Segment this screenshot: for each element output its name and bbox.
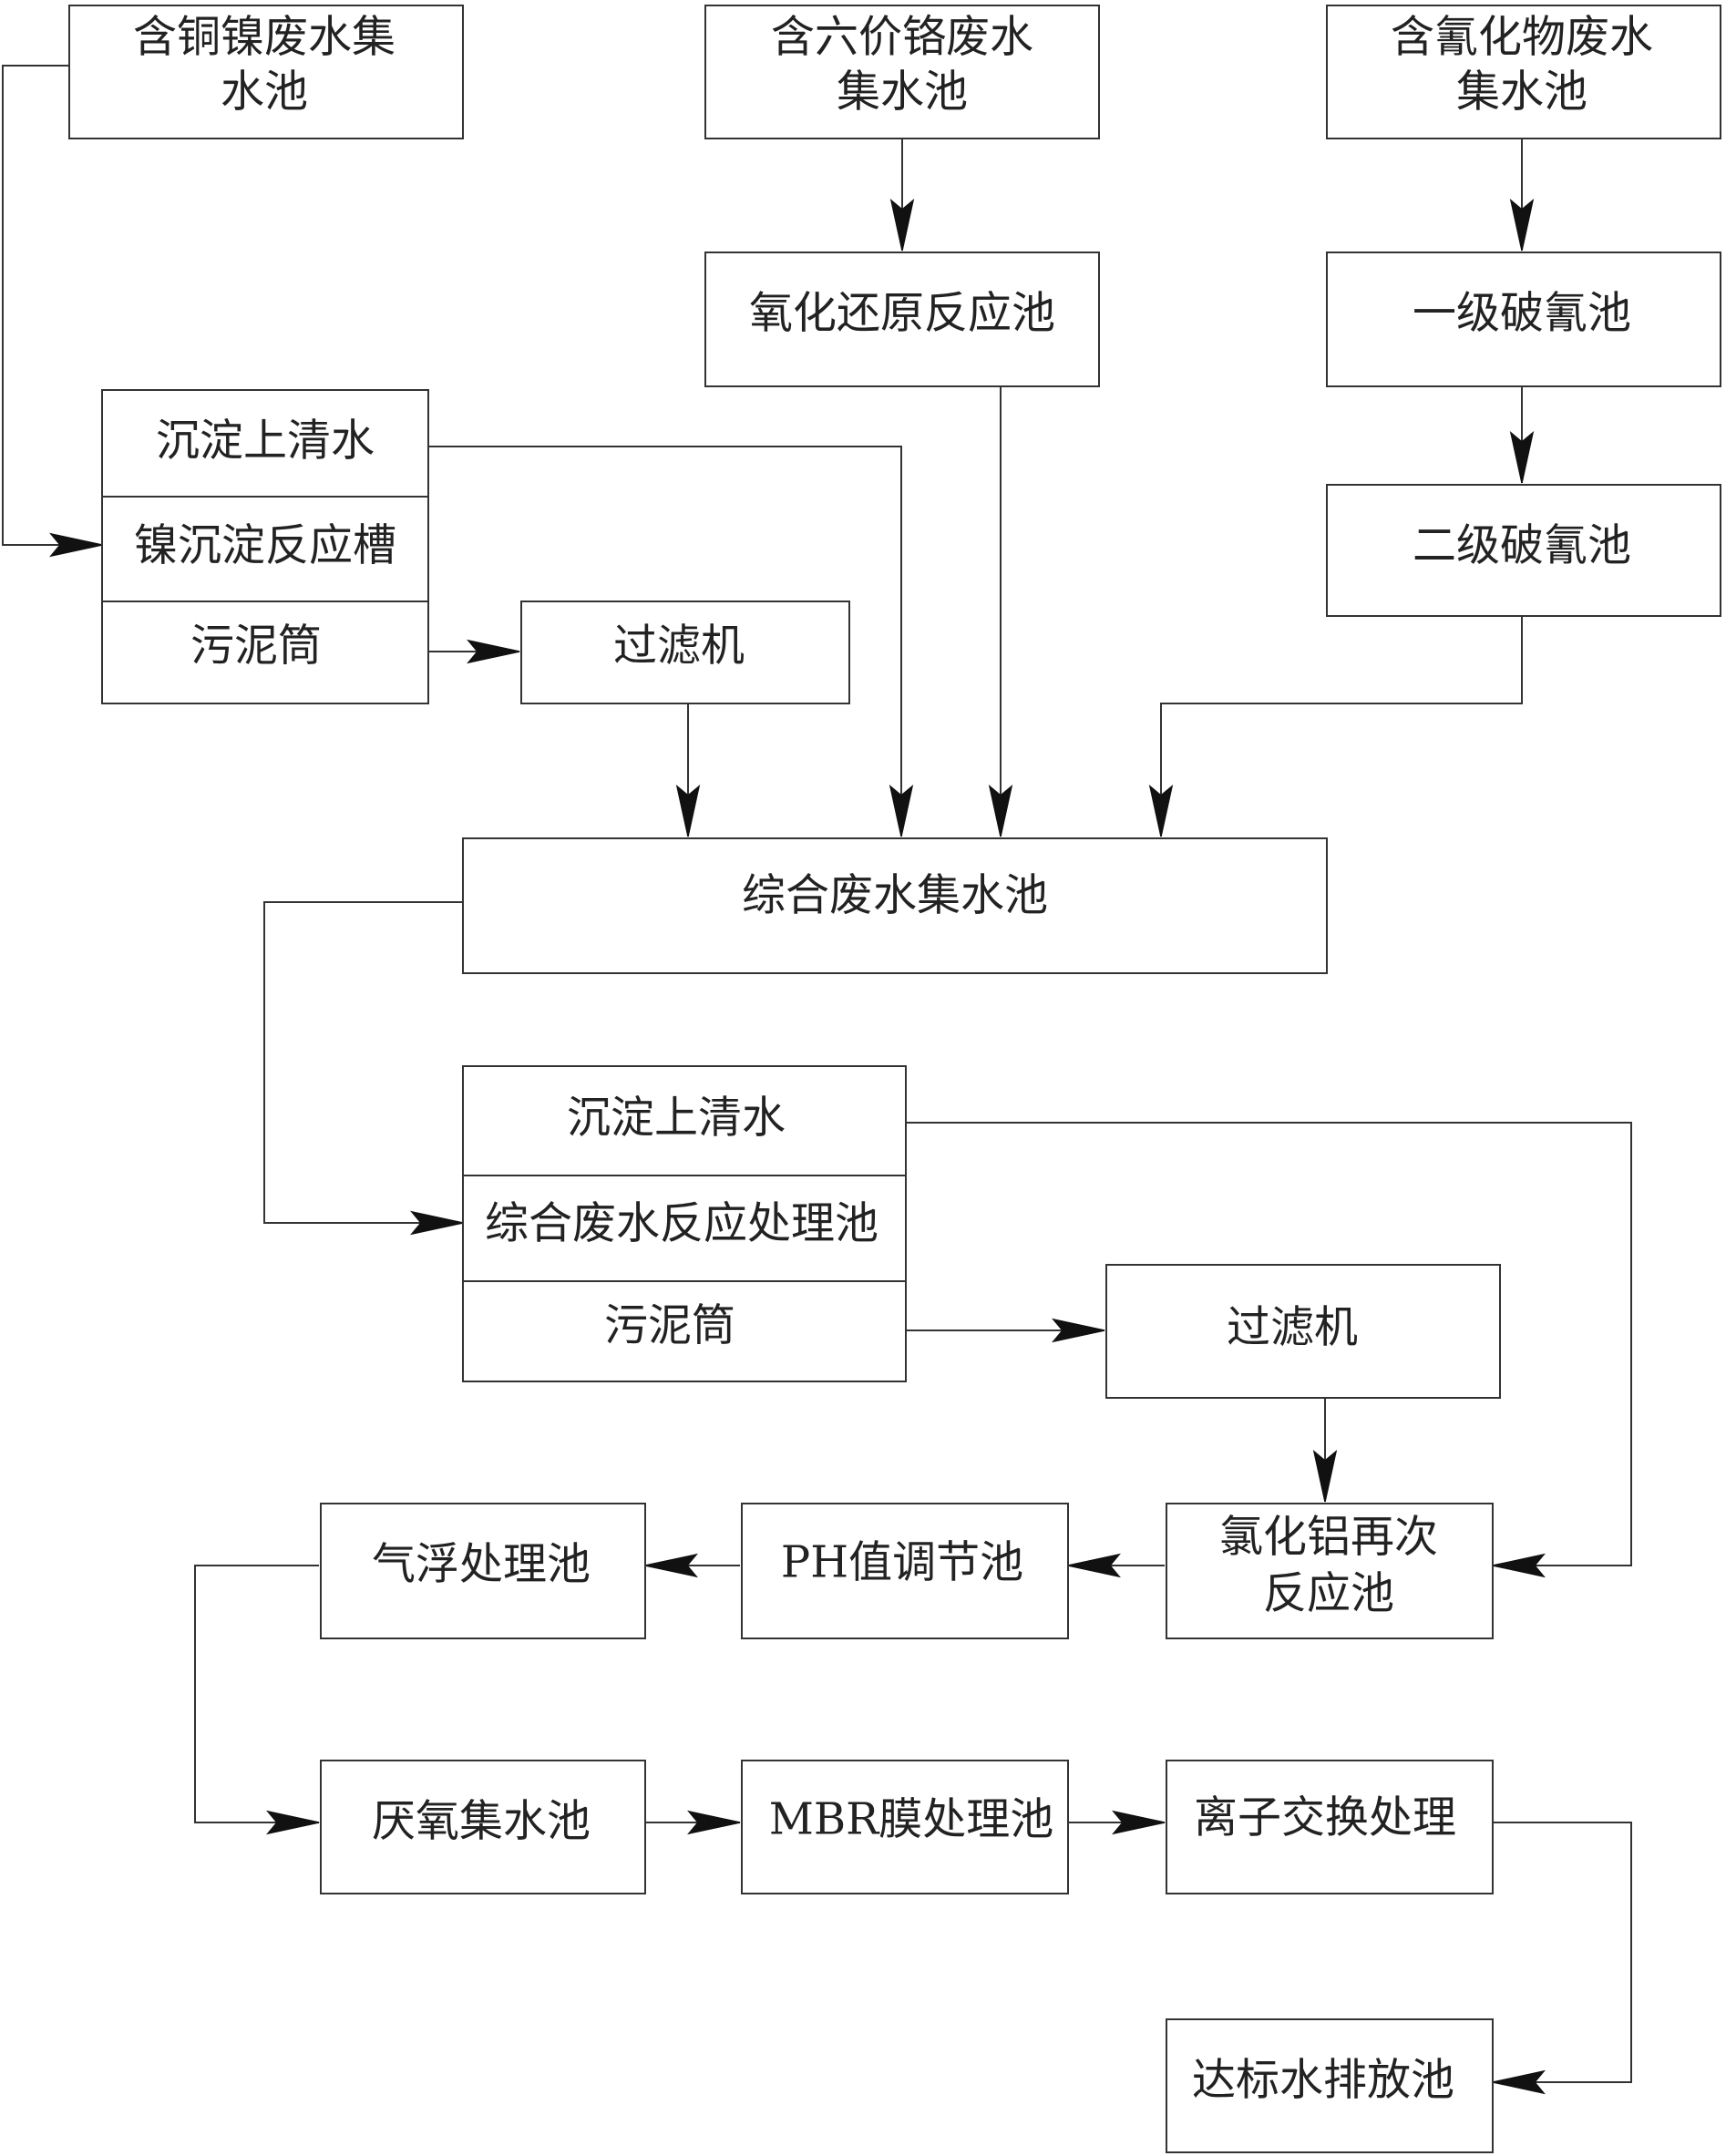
node-cu-ni-tank-label-1: 含铜镍废水集 (133, 12, 396, 63)
combined-group-supernatant-label: 沉淀上清水 (567, 1093, 786, 1144)
arrow-right-icon (1052, 1318, 1105, 1343)
node-anaerobic-tank: 厌氧集水池 (320, 1760, 646, 1894)
node-flotation-tank: 气浮处理池 (320, 1503, 646, 1639)
node-cu-ni-tank-label-2: 水池 (221, 67, 308, 118)
arrow-left-icon (644, 1553, 698, 1578)
arrow-right-icon (1112, 1810, 1166, 1835)
ni-group-supernatant-label: 沉淀上清水 (156, 416, 375, 467)
connector-flotation-to-anaerobic (194, 1565, 319, 1823)
node-ph-tank: PH值调节池 (741, 1503, 1069, 1639)
arrow-right-icon (266, 1810, 320, 1835)
arrow-down-icon (1148, 785, 1174, 837)
arrow-down-icon (889, 199, 915, 252)
node-combined-reactor-group: 沉淀上清水 综合废水反应处理池 污泥筒 (462, 1065, 907, 1382)
node-cyanide-break-2-label: 二级破氰池 (1413, 520, 1631, 571)
node-mbr-tank: MBR膜处理池 (741, 1760, 1069, 1894)
arrow-right-icon (687, 1810, 741, 1835)
node-ion-exchange-label: 离子交换处理 (1194, 1792, 1456, 1843)
node-cr6-tank: 含六价铬废水 集水池 (704, 5, 1100, 139)
node-cr6-tank-label-1: 含六价铬废水 (771, 12, 1033, 63)
node-redox-tank-label: 氧化还原反应池 (749, 288, 1055, 339)
arrow-right-icon (410, 1210, 464, 1236)
node-cyanide-tank-label-1: 含氰化物废水 (1391, 12, 1653, 63)
connector-cu-ni-to-reactor (2, 65, 102, 546)
arrow-down-icon (1509, 431, 1535, 484)
node-cyanide-tank-label-2: 集水池 (1456, 67, 1587, 118)
arrowheads (49, 199, 1546, 2095)
node-cu-ni-tank: 含铜镍废水集 水池 (68, 5, 464, 139)
node-cyanide-break-1: 一级破氰池 (1326, 252, 1721, 387)
node-alcl3-reactor-label-2: 反应池 (1263, 1568, 1394, 1619)
ni-group-reactor-label: 镍沉淀反应槽 (134, 520, 396, 571)
combined-group-reactor-label: 综合废水反应处理池 (485, 1198, 878, 1249)
node-combined-tank-label: 综合废水集水池 (742, 870, 1048, 921)
arrow-right-icon (467, 639, 520, 664)
node-filter-1: 过滤机 (520, 601, 850, 704)
arrow-down-icon (675, 785, 701, 837)
node-anaerobic-tank-label: 厌氧集水池 (372, 1796, 591, 1847)
combined-group-sludge-label: 污泥筒 (604, 1300, 735, 1351)
node-combined-tank: 综合废水集水池 (462, 837, 1328, 974)
node-discharge-tank: 达标水排放池 (1166, 2018, 1494, 2153)
node-alcl3-reactor-label-1: 氯化铝再次 (1219, 1512, 1438, 1563)
arrow-down-icon (889, 785, 914, 837)
node-cyanide-break-2: 二级破氰池 (1326, 484, 1721, 617)
node-cyanide-tank: 含氰化物废水 集水池 (1326, 5, 1721, 139)
arrow-down-icon (988, 785, 1013, 837)
node-filter-2: 过滤机 (1105, 1264, 1501, 1399)
connector-supernatant1-to-combined (428, 446, 902, 837)
arrow-down-icon (1312, 1450, 1338, 1503)
arrow-left-icon (1067, 1553, 1121, 1578)
node-ion-exchange: 离子交换处理 (1166, 1760, 1494, 1894)
connector-combined-to-reactor (263, 901, 463, 1224)
node-cr6-tank-label-2: 集水池 (837, 67, 968, 118)
arrow-down-icon (1509, 199, 1535, 252)
connector-supernatant2-to-alcl3 (906, 1122, 1632, 1566)
node-flotation-tank-label: 气浮处理池 (372, 1539, 591, 1590)
node-discharge-tank-label: 达标水排放池 (1192, 2055, 1454, 2106)
node-filter-2-label: 过滤机 (1227, 1302, 1358, 1353)
node-mbr-tank-label: MBR膜处理池 (769, 1794, 1054, 1845)
node-alcl3-reactor: 氯化铝再次 反应池 (1166, 1503, 1494, 1639)
node-cyanide-break-1-label: 一级破氰池 (1413, 288, 1631, 339)
ni-group-sludge-label: 污泥筒 (190, 621, 322, 672)
node-redox-tank: 氧化还原反应池 (704, 252, 1100, 387)
arrow-left-icon (1492, 2069, 1546, 2095)
node-filter-1-label: 过滤机 (613, 621, 745, 672)
node-ni-precipitation-group: 沉淀上清水 镍沉淀反应槽 污泥筒 (101, 389, 429, 704)
connector-break2-to-combined (1160, 616, 1523, 837)
arrow-left-icon (1492, 1553, 1546, 1578)
arrow-right-icon (49, 532, 103, 558)
connector-ion-to-discharge (1493, 1822, 1632, 2083)
node-ph-tank-label: PH值调节池 (781, 1537, 1023, 1588)
